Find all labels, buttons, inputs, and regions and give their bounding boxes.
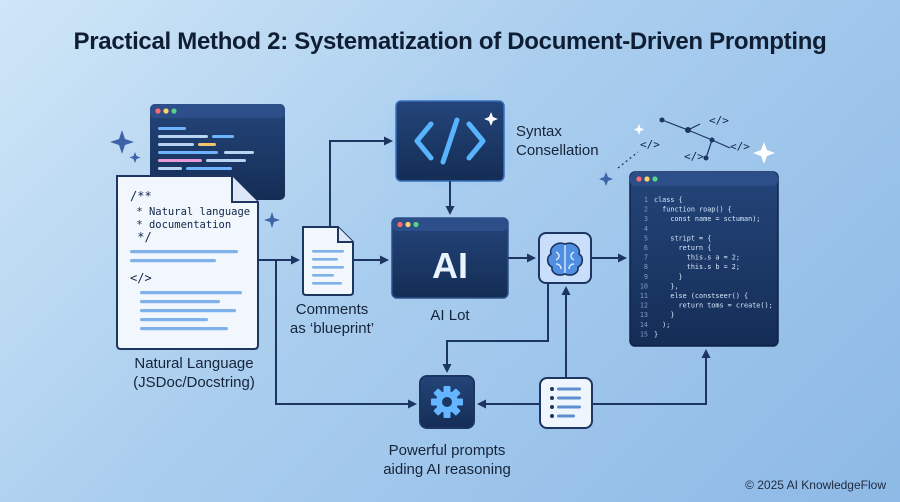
- brain-box: [538, 232, 592, 284]
- ai-lot-label: AI Lot: [430, 307, 470, 324]
- code-line-number: 4: [644, 225, 648, 233]
- constellation-code-tag: </>: [684, 150, 704, 163]
- code-line-number: 5: [644, 234, 648, 242]
- constellation-code-tag: </>: [730, 140, 750, 153]
- constellation-code-tag: </>: [640, 138, 660, 151]
- sparkle-icon: [264, 212, 280, 228]
- syntax-title: Syntax: [516, 123, 562, 140]
- comments-label: Comments as ‘blueprint’: [282, 300, 382, 338]
- doc-comment-line: * Natural language: [130, 206, 250, 218]
- syntax-label: Syntax Consellation: [516, 122, 626, 160]
- sparkle-icon: [753, 142, 775, 164]
- code-line-text: }: [654, 311, 674, 319]
- natural-language-label: Natural Language (JSDoc/Docstring): [104, 354, 284, 392]
- code-line-number: 11: [640, 292, 648, 300]
- comments-subtitle: as ‘blueprint’: [289, 320, 375, 337]
- code-tag-icon: </>: [130, 271, 152, 285]
- constellation-code-tag: </>: [709, 114, 729, 127]
- code-line-number: 8: [644, 263, 648, 271]
- code-line-number: 15: [640, 330, 648, 338]
- natural-language-title: Natural Language: [134, 355, 254, 372]
- code-output-window: 1 class { 2 function roap() { 3 const name …: [629, 171, 779, 347]
- gear-box: [419, 375, 475, 429]
- code-line-text: this.s a = 2;: [654, 254, 740, 262]
- natural-language-document: /** * Natural language * documentation *…: [116, 175, 259, 350]
- code-line-text: },: [654, 282, 679, 290]
- page-title: Practical Method 2: Systematization of D…: [73, 28, 827, 55]
- code-line-number: 9: [644, 273, 648, 281]
- code-line-text: class {: [654, 196, 683, 204]
- ai-box: AI: [391, 217, 509, 299]
- code-line-number: 14: [640, 321, 648, 329]
- code-line-text: );: [654, 321, 670, 329]
- code-brackets-icon: [414, 117, 486, 165]
- list-icon: [550, 387, 581, 418]
- arrow-list-to-code: [592, 349, 711, 405]
- sparkle-icon: [633, 124, 645, 135]
- code-line-text: else (constseer() {: [654, 292, 748, 300]
- code-line-text: function roap() {: [654, 206, 732, 214]
- natural-language-subtitle: (JSDoc/Docstring): [133, 374, 255, 391]
- ai-label: AI: [432, 245, 468, 286]
- code-line-number: 6: [644, 244, 648, 252]
- code-line-number: 10: [640, 282, 648, 290]
- connector-arrows: [258, 136, 711, 409]
- doc-comment-line: */: [130, 230, 152, 244]
- code-line-number: 3: [644, 215, 648, 223]
- arrow-brain-to-gear: [442, 283, 549, 373]
- sparkle-icon: [110, 130, 134, 154]
- doc-comment-line: /**: [130, 189, 152, 203]
- powerful-prompts-label: Powerful prompts aiding AI reasoning: [367, 441, 527, 479]
- arrow-doc-to-gear: [275, 260, 417, 409]
- sparkle-icon: [129, 152, 141, 163]
- code-line-number: 7: [644, 254, 648, 262]
- code-line-text: }: [654, 273, 683, 281]
- code-line-text: const name = sctuman);: [654, 215, 760, 223]
- comments-title: Comments: [295, 301, 369, 318]
- arrow-comments-to-syntax: [329, 136, 393, 227]
- code-line-text: return toms = create();: [654, 302, 773, 310]
- code-line-number: 13: [640, 311, 648, 319]
- syntax-code-box: [386, 94, 514, 188]
- copyright-notice: © 2025 AI KnowledgeFlow: [745, 478, 886, 492]
- brain-icon: [546, 242, 584, 276]
- comments-document-icon: [302, 226, 354, 296]
- sparkle-icon: [484, 112, 498, 126]
- doc-comment-line: * documentation: [130, 219, 231, 231]
- code-line-text: stript = {: [654, 234, 711, 242]
- code-line-text: }: [654, 330, 658, 338]
- gear-icon: [431, 386, 463, 418]
- code-line-text: return {: [654, 244, 711, 252]
- code-line-number: 2: [644, 206, 648, 214]
- powerful-prompts-subtitle: aiding AI reasoning: [383, 461, 511, 478]
- syntax-constellation: </> </> </> </>: [617, 114, 750, 169]
- sparkle-icon: [599, 172, 613, 186]
- code-line-number: 1: [644, 196, 648, 204]
- syntax-subtitle: Consellation: [516, 142, 599, 159]
- list-document-box: [539, 377, 593, 429]
- code-line-text: this.s b = 2;: [654, 263, 740, 271]
- code-line-number: 12: [640, 302, 648, 310]
- powerful-prompts-title: Powerful prompts: [388, 442, 506, 459]
